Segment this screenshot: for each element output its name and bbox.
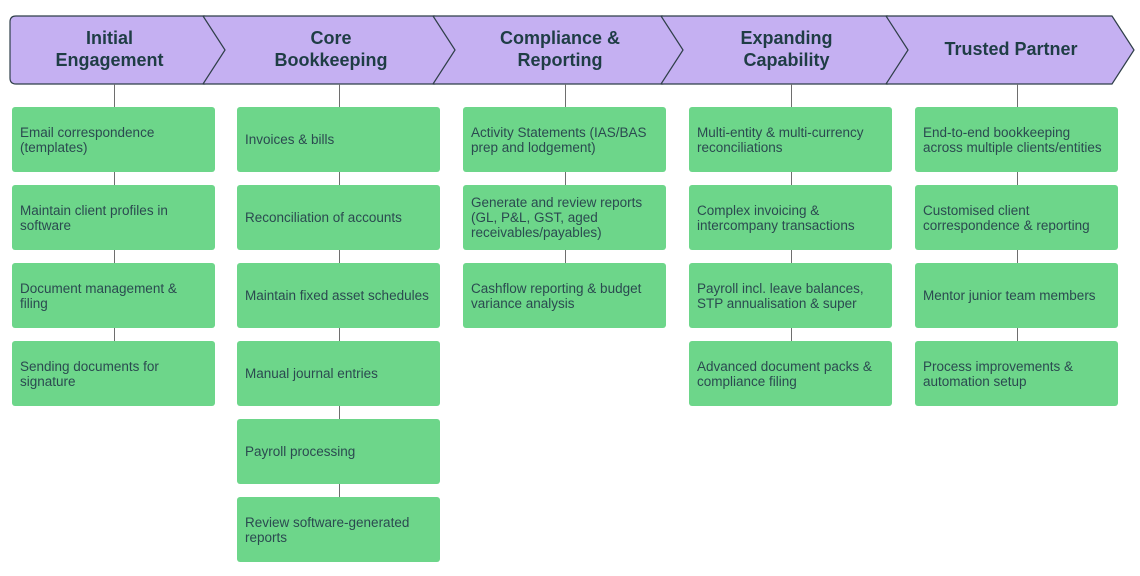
task-card: Document management & filing	[12, 263, 215, 328]
task-card-label: Complex invoicing & intercompany transac…	[697, 202, 855, 233]
task-card-label: Maintain fixed asset schedules	[245, 288, 429, 303]
task-card-label: Process improvements & automation setup	[923, 358, 1074, 389]
connector-line	[114, 172, 115, 185]
task-card: Payroll incl. leave balances, STP annual…	[689, 263, 892, 328]
connector-line	[791, 172, 792, 185]
stage-chevrons	[9, 15, 1135, 85]
task-card-label: Review software-generated reports	[245, 514, 410, 545]
task-card-label: End-to-end bookkeeping across multiple c…	[923, 124, 1102, 155]
connector-line	[791, 250, 792, 263]
task-card-label: Payroll processing	[245, 444, 356, 459]
connector-line	[1017, 172, 1018, 185]
task-card-label: Customised client correspondence & repor…	[923, 202, 1090, 233]
task-card: Maintain fixed asset schedules	[237, 263, 440, 328]
connector-line	[1017, 328, 1018, 341]
connector-line	[565, 172, 566, 185]
task-card-label: Cashflow reporting & budget variance ana…	[471, 280, 642, 311]
task-card-label: Reconciliation of accounts	[245, 210, 402, 225]
task-card: Activity Statements (IAS/BAS prep and lo…	[463, 107, 666, 172]
task-card: Customised client correspondence & repor…	[915, 185, 1118, 250]
connector-line	[565, 84, 566, 107]
task-card-label: Maintain client profiles in software	[20, 202, 168, 233]
task-card: Review software-generated reports	[237, 497, 440, 562]
stage-chevron-5	[885, 15, 1135, 85]
task-card: Reconciliation of accounts	[237, 185, 440, 250]
stage-title-5: Trusted Partner	[944, 39, 1078, 59]
task-card-label: Mentor junior team members	[923, 288, 1096, 303]
task-card-label: Advanced document packs & compliance fil…	[697, 358, 872, 389]
task-card: Manual journal entries	[237, 341, 440, 406]
task-card-label: Multi-entity & multi-currency reconcilia…	[697, 124, 864, 155]
task-card: Invoices & bills	[237, 107, 440, 172]
connector-line	[339, 406, 340, 419]
task-card-label: Activity Statements (IAS/BAS prep and lo…	[471, 124, 647, 155]
task-card-label: Invoices & bills	[245, 132, 335, 147]
task-card: Cashflow reporting & budget variance ana…	[463, 263, 666, 328]
stage-title-2: Core Bookkeeping	[274, 28, 388, 70]
stage-title-4: Expanding Capability	[740, 28, 833, 70]
task-card-label: Generate and review reports (GL, P&L, GS…	[471, 195, 643, 240]
connector-line	[565, 250, 566, 263]
stage-title-3: Compliance & Reporting	[499, 28, 621, 70]
connector-line	[339, 328, 340, 341]
task-card-label: Email correspondence (templates)	[20, 124, 155, 155]
connector-line	[1017, 84, 1018, 107]
task-card: Sending documents for signature	[12, 341, 215, 406]
task-card: Generate and review reports (GL, P&L, GS…	[463, 185, 666, 250]
connector-line	[114, 328, 115, 341]
task-card: Advanced document packs & compliance fil…	[689, 341, 892, 406]
connector-line	[339, 172, 340, 185]
connector-line	[114, 250, 115, 263]
stage-title-1: Initial Engagement	[55, 28, 164, 70]
task-card: Multi-entity & multi-currency reconcilia…	[689, 107, 892, 172]
task-card: End-to-end bookkeeping across multiple c…	[915, 107, 1118, 172]
connector-line	[114, 84, 115, 107]
task-card-label: Sending documents for signature	[20, 358, 159, 389]
task-card-label: Payroll incl. leave balances, STP annual…	[697, 280, 864, 311]
connector-line	[1017, 250, 1018, 263]
stage-chevron-1	[9, 15, 228, 85]
connector-line	[791, 84, 792, 107]
connector-line	[339, 250, 340, 263]
task-card: Email correspondence (templates)	[12, 107, 215, 172]
task-card: Mentor junior team members	[915, 263, 1118, 328]
task-card-label: Document management & filing	[20, 280, 177, 311]
task-card: Process improvements & automation setup	[915, 341, 1118, 406]
connector-line	[339, 484, 340, 497]
connector-line	[791, 328, 792, 341]
task-card-label: Manual journal entries	[245, 366, 378, 381]
connector-line	[339, 84, 340, 107]
task-card: Complex invoicing & intercompany transac…	[689, 185, 892, 250]
task-card: Payroll processing	[237, 419, 440, 484]
task-card: Maintain client profiles in software	[12, 185, 215, 250]
